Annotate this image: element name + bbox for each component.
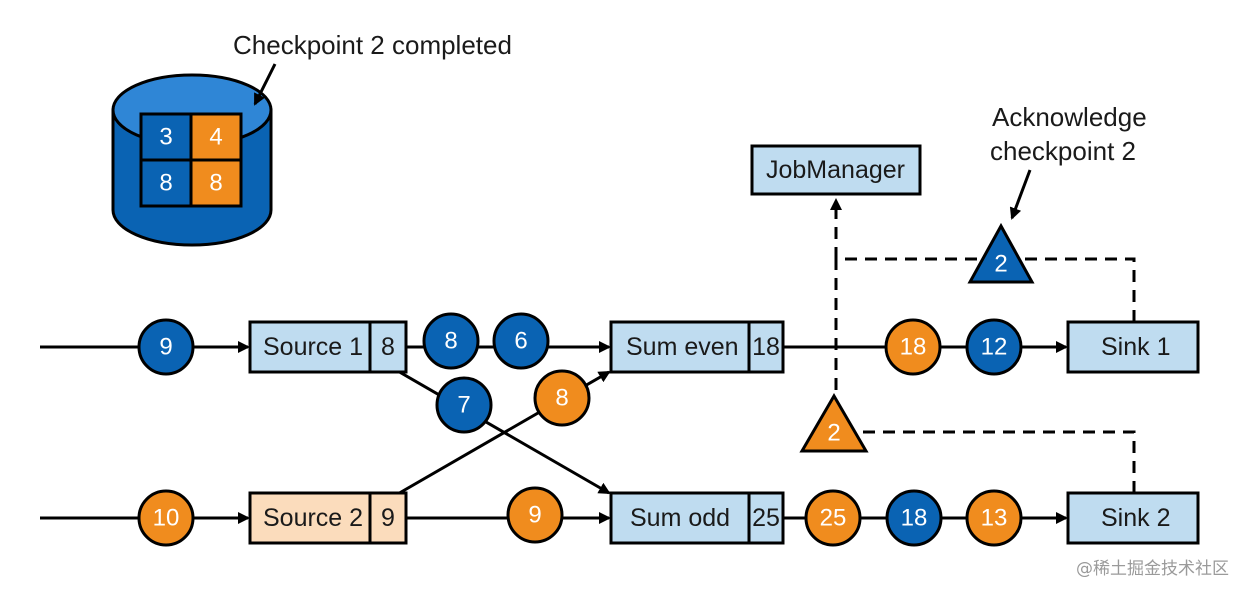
record-value: 9 [159, 334, 172, 361]
storage-value: 4 [209, 124, 222, 151]
sum-odd: Sum odd 25 [609, 491, 785, 545]
record-value: 7 [457, 392, 470, 419]
record: 7 [435, 376, 493, 434]
annotation-arrow [1009, 169, 1032, 220]
acknowledge-label-line2: checkpoint 2 [990, 136, 1136, 166]
sink-2: Sink 2 [1066, 491, 1200, 545]
sink-1: Sink 1 [1066, 320, 1200, 374]
storage-value: 8 [209, 170, 222, 197]
storage-cell [139, 112, 193, 162]
acknowledge-label-line1: Acknowledge [992, 102, 1147, 132]
record-value: 8 [555, 385, 568, 412]
sum-even-label: Sum even [626, 333, 739, 361]
record: 13 [965, 489, 1023, 547]
source-2-state: 9 [381, 504, 395, 532]
barrier-id: 2 [827, 420, 840, 447]
record-value: 6 [514, 328, 527, 355]
sum-odd-state: 25 [752, 504, 780, 532]
record-value: 9 [528, 502, 541, 529]
record-value: 18 [901, 505, 928, 532]
source-2-label: Source 2 [263, 504, 363, 532]
storage-cell [189, 158, 243, 208]
barrier-id: 2 [994, 251, 1007, 278]
checkpoint-storage: 3 4 8 8 [111, 73, 273, 247]
job-manager-label: JobManager [766, 156, 905, 184]
record: 12 [965, 318, 1023, 376]
sum-even-state: 18 [752, 333, 780, 361]
checkpoint-completed-label: Checkpoint 2 completed [233, 30, 512, 60]
record-value: 13 [981, 505, 1008, 532]
sum-even: Sum even 18 [609, 320, 785, 374]
record-value: 12 [981, 334, 1008, 361]
source-2: Source 2 9 [248, 491, 408, 545]
record: 25 [804, 489, 862, 547]
record: 18 [884, 318, 942, 376]
record: 8 [422, 312, 480, 370]
annotation-arrow [253, 63, 277, 106]
storage-cell [139, 158, 193, 208]
record-value: 18 [900, 334, 927, 361]
record: 8 [533, 369, 591, 427]
sum-odd-label: Sum odd [630, 504, 730, 532]
watermark: @稀土掘金技术社区 [1076, 559, 1229, 579]
record-value: 10 [153, 505, 180, 532]
storage-value: 3 [159, 124, 172, 151]
source-1-state: 8 [381, 333, 395, 361]
record: 9 [506, 486, 564, 544]
record: 9 [137, 318, 195, 376]
checkpoint-barrier: 2 [967, 222, 1035, 284]
record-value: 8 [444, 328, 457, 355]
record: 10 [137, 489, 195, 547]
record-value: 25 [820, 505, 847, 532]
sink-2-label: Sink 2 [1101, 504, 1170, 532]
storage-cell [189, 112, 243, 162]
source-1: Source 1 8 [248, 320, 408, 374]
record: 18 [885, 489, 943, 547]
sink-1-label: Sink 1 [1101, 333, 1170, 361]
job-manager: JobManager [750, 144, 922, 196]
checkpoint-barrier: 2 [799, 393, 869, 453]
storage-value: 8 [159, 170, 172, 197]
record: 6 [492, 312, 550, 370]
source-1-label: Source 1 [263, 333, 363, 361]
